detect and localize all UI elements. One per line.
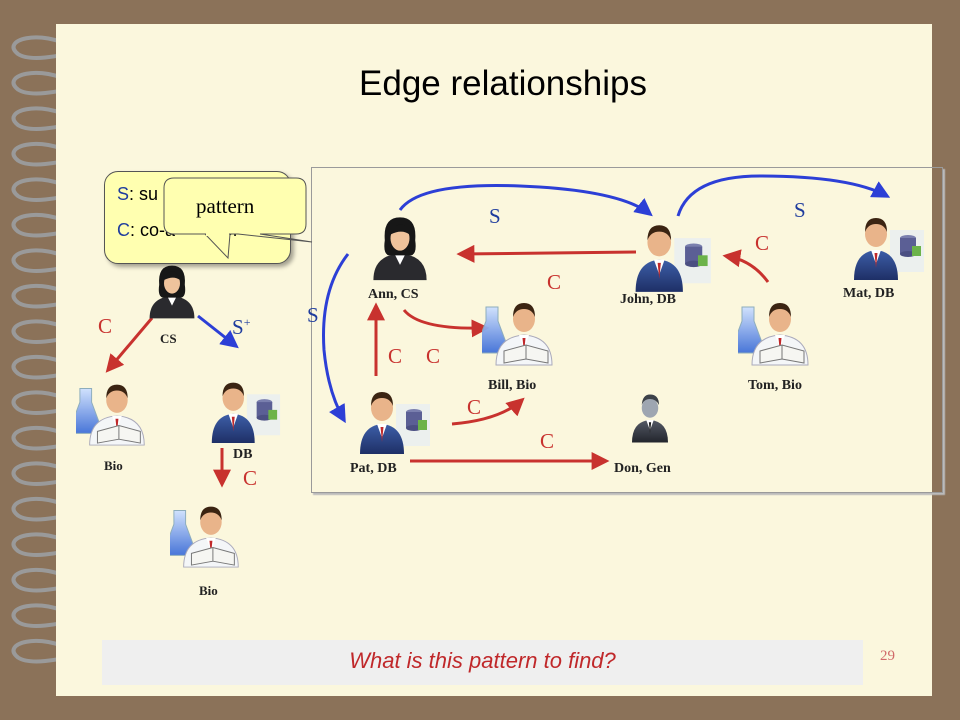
edge-john-mat-s <box>676 174 891 217</box>
node-john-icon <box>635 225 711 292</box>
binder-ring <box>11 70 76 96</box>
pattern-edge-cs-db <box>197 314 239 349</box>
binder-ring <box>11 248 76 273</box>
pattern-edge-db-bio-label: C <box>243 466 257 490</box>
pattern-edge-cs-db-letter: S <box>232 315 244 339</box>
edge-pat-don-c-label: C <box>540 429 554 453</box>
binder-ring <box>11 283 76 309</box>
edge-ann-bill-c <box>402 308 490 338</box>
node-mat-label: Mat, DB <box>843 286 894 301</box>
node-pat-label: Pat, DB <box>350 461 397 476</box>
node-bill-label: Bill, Bio <box>488 378 536 393</box>
slide-title: Edge relationships <box>359 64 647 103</box>
binder-ring <box>11 35 76 60</box>
edge-tom-john-c <box>722 249 770 283</box>
pattern-edge-cs-db-label: S+ <box>232 315 251 339</box>
pattern-node-bio-bottom-label: Bio <box>199 583 218 598</box>
binder-ring <box>11 390 76 415</box>
question-text: What is this pattern to find? <box>349 648 616 673</box>
pattern-node-cs-icon <box>149 265 195 319</box>
edge-pat-bill-c2-label: C <box>467 395 481 419</box>
node-ann-icon <box>373 217 427 281</box>
edge-pat-bill-c <box>451 397 525 426</box>
node-pat-icon <box>360 392 430 454</box>
pattern-graph: CS Bio DB Bio C S+ C <box>76 265 281 598</box>
edge-tom-john-c-label: C <box>755 231 769 255</box>
pattern-edge-cs-bio <box>105 317 154 373</box>
data-graph-frame <box>311 167 943 493</box>
pattern-node-cs-label: CS <box>160 331 177 346</box>
page-number: 29 <box>880 648 895 664</box>
legend-c-key: C <box>117 220 130 240</box>
binder-ring <box>11 106 76 131</box>
binder-ring <box>11 319 76 344</box>
pattern-edge-cs-bio-label: C <box>98 314 112 338</box>
node-john-label: John, DB <box>620 292 676 307</box>
edge-ann-john-s-label: S <box>489 204 501 228</box>
edge-ann-john-s <box>398 184 653 217</box>
legend-s-text: su <box>139 184 159 204</box>
question-bar: What is this pattern to find? <box>102 640 863 685</box>
node-don-icon <box>632 394 668 443</box>
binder-ring <box>11 532 76 557</box>
pattern-node-db-icon <box>211 382 281 444</box>
node-don-label: Don, Gen <box>614 461 671 476</box>
pattern-node-db-label: DB <box>233 447 252 462</box>
pattern-node-bio-left-icon <box>76 384 145 446</box>
edge-john-ann-c <box>456 244 637 263</box>
edge-john-mat-s-label: S <box>794 198 806 222</box>
binder-ring <box>11 141 76 167</box>
binder-ring <box>11 567 76 593</box>
pattern-node-bio-left-label: Bio <box>104 458 123 473</box>
node-mat-icon <box>854 218 924 280</box>
binder-ring <box>11 212 76 238</box>
node-tom-icon <box>738 302 809 366</box>
legend-s-row: S: su <box>117 184 159 204</box>
edge-pat-bill-c1-label: C <box>426 344 440 368</box>
binder-ring <box>11 461 76 486</box>
binder-ring <box>11 603 76 628</box>
edge-ann-pat-s-label: S <box>307 303 319 327</box>
legend-s-key: S <box>117 184 130 204</box>
binder-ring <box>11 354 76 380</box>
edge-pat-ann-c-label: C <box>388 344 402 368</box>
node-ann-label: Ann, CS <box>368 287 419 302</box>
binder-ring <box>11 177 76 202</box>
binder-ring <box>11 496 76 522</box>
data-graph: Ann, CS John, DB Mat, DB Bill, Bio Tom, … <box>307 174 924 476</box>
edge-ann-bill-c-label: C <box>547 270 561 294</box>
binder-ring <box>11 638 76 664</box>
pattern-node-bio-bottom-icon <box>170 506 239 568</box>
edge-ann-pat-s <box>322 253 350 424</box>
pattern-edge-cs-db-sup: + <box>244 315 251 329</box>
node-bill-icon <box>482 302 553 366</box>
node-tom-label: Tom, Bio <box>748 378 802 393</box>
binder-ring <box>11 425 76 451</box>
